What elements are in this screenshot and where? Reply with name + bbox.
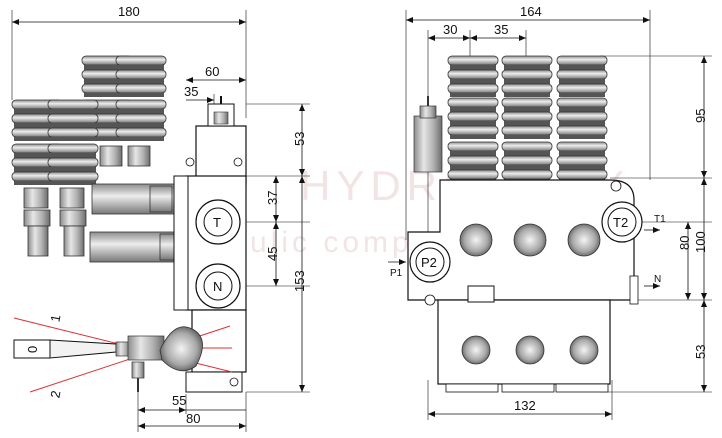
quick-coupler-stack-front (11, 99, 99, 257)
dim-front-width: 164 (520, 4, 542, 19)
relief-valve (413, 115, 443, 173)
lever-position-2: 2 (47, 389, 63, 399)
dim-side-35: 35 (184, 84, 198, 99)
lever-position-1: 1 (47, 313, 63, 323)
side-view: 180 60 35 53 37 45 153 (11, 4, 310, 432)
port-label-t1: T1 (654, 214, 666, 225)
dim-side-53: 53 (292, 132, 307, 146)
port-t2: T2 (601, 201, 643, 243)
dim-front-80: 80 (677, 236, 692, 250)
lever-position-0: 0 (25, 346, 40, 353)
port-label-t2: T2 (613, 215, 628, 230)
port-t-side: T (195, 199, 241, 245)
dim-front-53: 53 (693, 345, 708, 359)
dim-front-132: 132 (514, 398, 536, 413)
dim-side-width: 180 (118, 4, 140, 19)
valve-body-front (407, 179, 639, 393)
dim-side-80: 80 (186, 411, 200, 426)
dim-front-35: 35 (494, 22, 508, 37)
port-p2: P2 (409, 241, 451, 283)
port-label-p2: P2 (421, 255, 437, 270)
control-lever: 0 1 2 (13, 313, 233, 399)
dim-side-55: 55 (172, 393, 186, 408)
port-label-n: N (213, 279, 222, 294)
dim-side-60: 60 (205, 64, 219, 79)
port-n-side: N (195, 263, 241, 309)
dim-side-37: 37 (265, 191, 280, 205)
port-label-n-front: N (654, 274, 661, 285)
quick-coupler-stack-rear (81, 55, 167, 167)
port-label-t: T (213, 215, 221, 230)
port-label-p1: P1 (390, 268, 403, 279)
front-view: 164 30 35 95 80 100 53 (388, 4, 712, 420)
dim-side-45: 45 (265, 247, 280, 261)
dim-front-30: 30 (443, 22, 457, 37)
dim-side-153: 153 (292, 270, 307, 292)
dim-front-95: 95 (693, 109, 708, 123)
dim-front-100: 100 (693, 231, 708, 253)
